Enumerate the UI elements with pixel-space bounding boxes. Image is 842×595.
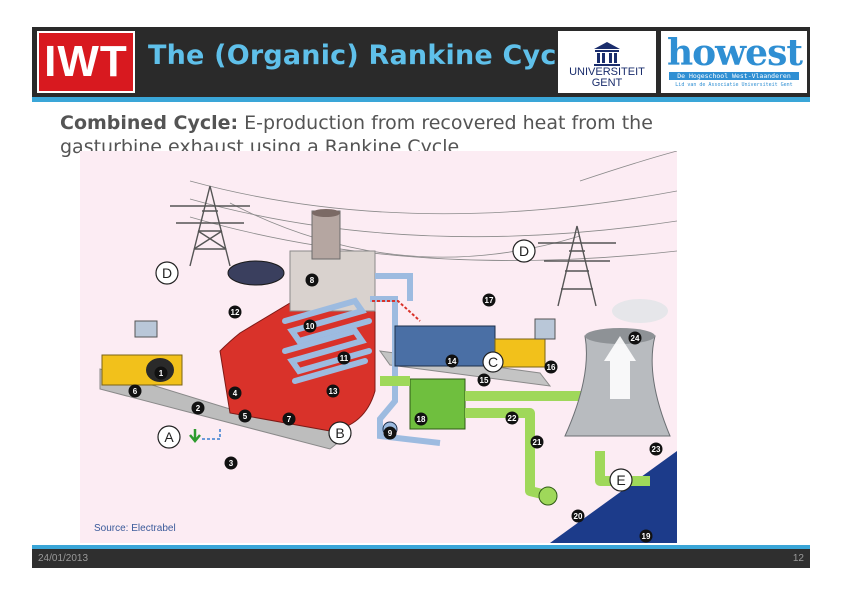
combined-cycle-diagram: A B C D D E 1 2 3 4 5 6 7 8 9 10 11 12 1… (80, 151, 677, 543)
svg-text:12: 12 (231, 308, 240, 317)
updraft-arrow-icon (604, 336, 636, 399)
svg-text:10: 10 (306, 322, 315, 331)
marker-16: 16 (544, 360, 558, 374)
svg-text:22: 22 (508, 414, 517, 423)
svg-text:18: 18 (417, 415, 426, 424)
svg-text:B: B (335, 425, 344, 441)
ugent-logo-line2: GENT (591, 77, 623, 89)
chimney (311, 210, 341, 260)
steam-drum (227, 260, 285, 286)
svg-text:13: 13 (329, 387, 338, 396)
marker-4: 4 (228, 386, 242, 400)
howest-logo-tagline: De Hogeschool West-Vlaanderen (669, 72, 799, 80)
marker-19: 19 (639, 529, 653, 543)
label-D-left: D (155, 261, 179, 285)
marker-9: 9 (383, 426, 397, 440)
subtitle-bold: Combined Cycle: (60, 112, 239, 134)
blue-dashed-pipe (202, 429, 221, 440)
diagram-labels: A B C D D E 1 2 3 4 5 6 7 8 9 10 11 12 1… (94, 239, 663, 543)
howest-logo: howest De Hogeschool West-Vlaanderen Lid… (661, 31, 807, 93)
marker-20: 20 (571, 509, 585, 523)
marker-17: 17 (482, 293, 496, 307)
marker-14: 14 (445, 354, 459, 368)
svg-text:15: 15 (480, 376, 489, 385)
header-accent-stripe (32, 97, 810, 102)
svg-text:20: 20 (574, 512, 583, 521)
page-number: 12 (792, 553, 804, 564)
marker-23: 23 (649, 442, 663, 456)
svg-text:C: C (488, 354, 498, 370)
svg-text:D: D (519, 243, 529, 259)
footer-date: 24/01/2013 (38, 553, 89, 564)
heat-exchanger-coils (282, 297, 372, 384)
svg-text:A: A (164, 429, 174, 445)
marker-11: 11 (337, 351, 351, 365)
marker-8: 8 (305, 273, 319, 287)
ugent-logo-line1: UNIVERSITEIT (569, 66, 645, 78)
left-pylon-icon (170, 185, 250, 267)
svg-text:17: 17 (485, 296, 494, 305)
svg-text:E: E (616, 472, 625, 488)
fuel-inlet-arrow-icon (189, 429, 201, 443)
marker-12: 12 (228, 305, 242, 319)
diagram-source: Source: Electrabel (94, 523, 176, 534)
svg-text:7: 7 (287, 415, 292, 424)
svg-text:16: 16 (547, 363, 556, 372)
iwt-logo-text: IWT (44, 37, 128, 86)
label-D-right: D (512, 239, 536, 263)
label-B: B (328, 421, 352, 445)
marker-3: 3 (224, 456, 238, 470)
howest-logo-word: howest (667, 32, 803, 74)
marker-10: 10 (303, 319, 317, 333)
marker-22: 22 (505, 411, 519, 425)
marker-15: 15 (477, 373, 491, 387)
hrsg-casing (289, 250, 376, 312)
svg-text:5: 5 (243, 412, 248, 421)
svg-text:21: 21 (533, 438, 542, 447)
marker-18: 18 (414, 412, 428, 426)
marker-2: 2 (191, 401, 205, 415)
pump-20-icon (538, 486, 558, 506)
transformer-right (534, 318, 556, 340)
steam-turbine (394, 325, 496, 367)
marker-7: 7 (282, 412, 296, 426)
svg-text:3: 3 (229, 459, 234, 468)
footer-bar (32, 549, 810, 568)
svg-text:19: 19 (642, 532, 651, 541)
marker-1: 1 (154, 366, 168, 380)
svg-text:1: 1 (159, 369, 164, 378)
marker-24: 24 (628, 331, 642, 345)
svg-text:2: 2 (196, 404, 201, 413)
iwt-logo: IWT (37, 31, 135, 93)
label-C: C (482, 351, 504, 373)
howest-logo-subline: Lid van de Associatie Universiteit Gent (675, 82, 793, 88)
right-pylon-icon (538, 225, 616, 307)
steam-cloud (612, 299, 668, 323)
marker-6: 6 (128, 384, 142, 398)
svg-text:11: 11 (340, 354, 349, 363)
label-E: E (609, 468, 633, 492)
svg-text:6: 6 (133, 387, 138, 396)
slide-title: The (Organic) Rankine Cycle (148, 40, 585, 71)
svg-text:8: 8 (310, 276, 315, 285)
transformer-left (134, 320, 158, 338)
svg-text:4: 4 (233, 389, 238, 398)
ugent-logo: UNIVERSITEIT GENT (558, 31, 656, 93)
ugent-building-icon (594, 42, 620, 66)
marker-13: 13 (326, 384, 340, 398)
hot-steam-lines (372, 300, 421, 322)
svg-text:23: 23 (652, 445, 661, 454)
marker-21: 21 (530, 435, 544, 449)
footer-accent-stripe (32, 545, 810, 549)
svg-text:24: 24 (631, 334, 640, 343)
marker-5: 5 (238, 409, 252, 423)
label-A: A (157, 425, 181, 449)
svg-text:14: 14 (448, 357, 457, 366)
svg-text:9: 9 (388, 429, 393, 438)
svg-text:D: D (162, 265, 172, 281)
